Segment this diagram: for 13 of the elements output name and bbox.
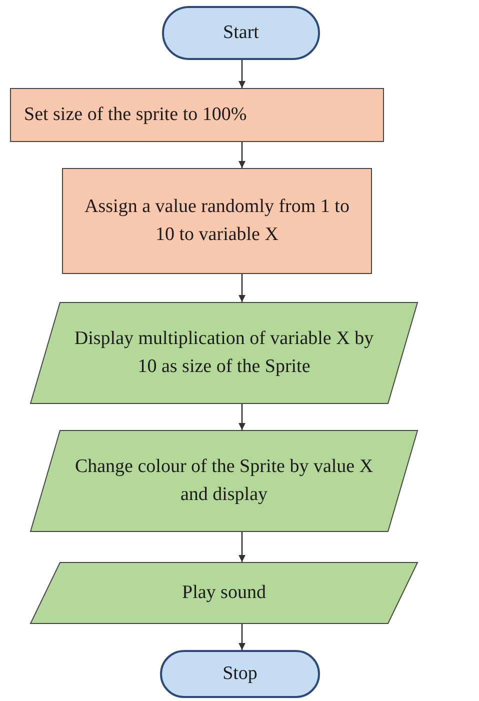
data-parallelogram: Display multiplication of variable X by 10 as size of the Sprite [30,302,418,404]
arrow [238,142,246,168]
terminal-shape: Start [162,6,320,60]
arrow [238,60,246,88]
terminal-shape: Stop [160,650,320,698]
data-parallelogram: Play sound [30,562,418,624]
arrow [238,624,246,650]
arrow [238,274,246,302]
process-box: Assign a value randomly from 1 to 10 to variable X [62,168,372,274]
data-parallelogram: Change colour of the Sprite by value X and display [30,430,418,532]
arrow [238,404,246,430]
process-box: Set size of the sprite to 100% [10,88,384,142]
arrow [238,532,246,562]
